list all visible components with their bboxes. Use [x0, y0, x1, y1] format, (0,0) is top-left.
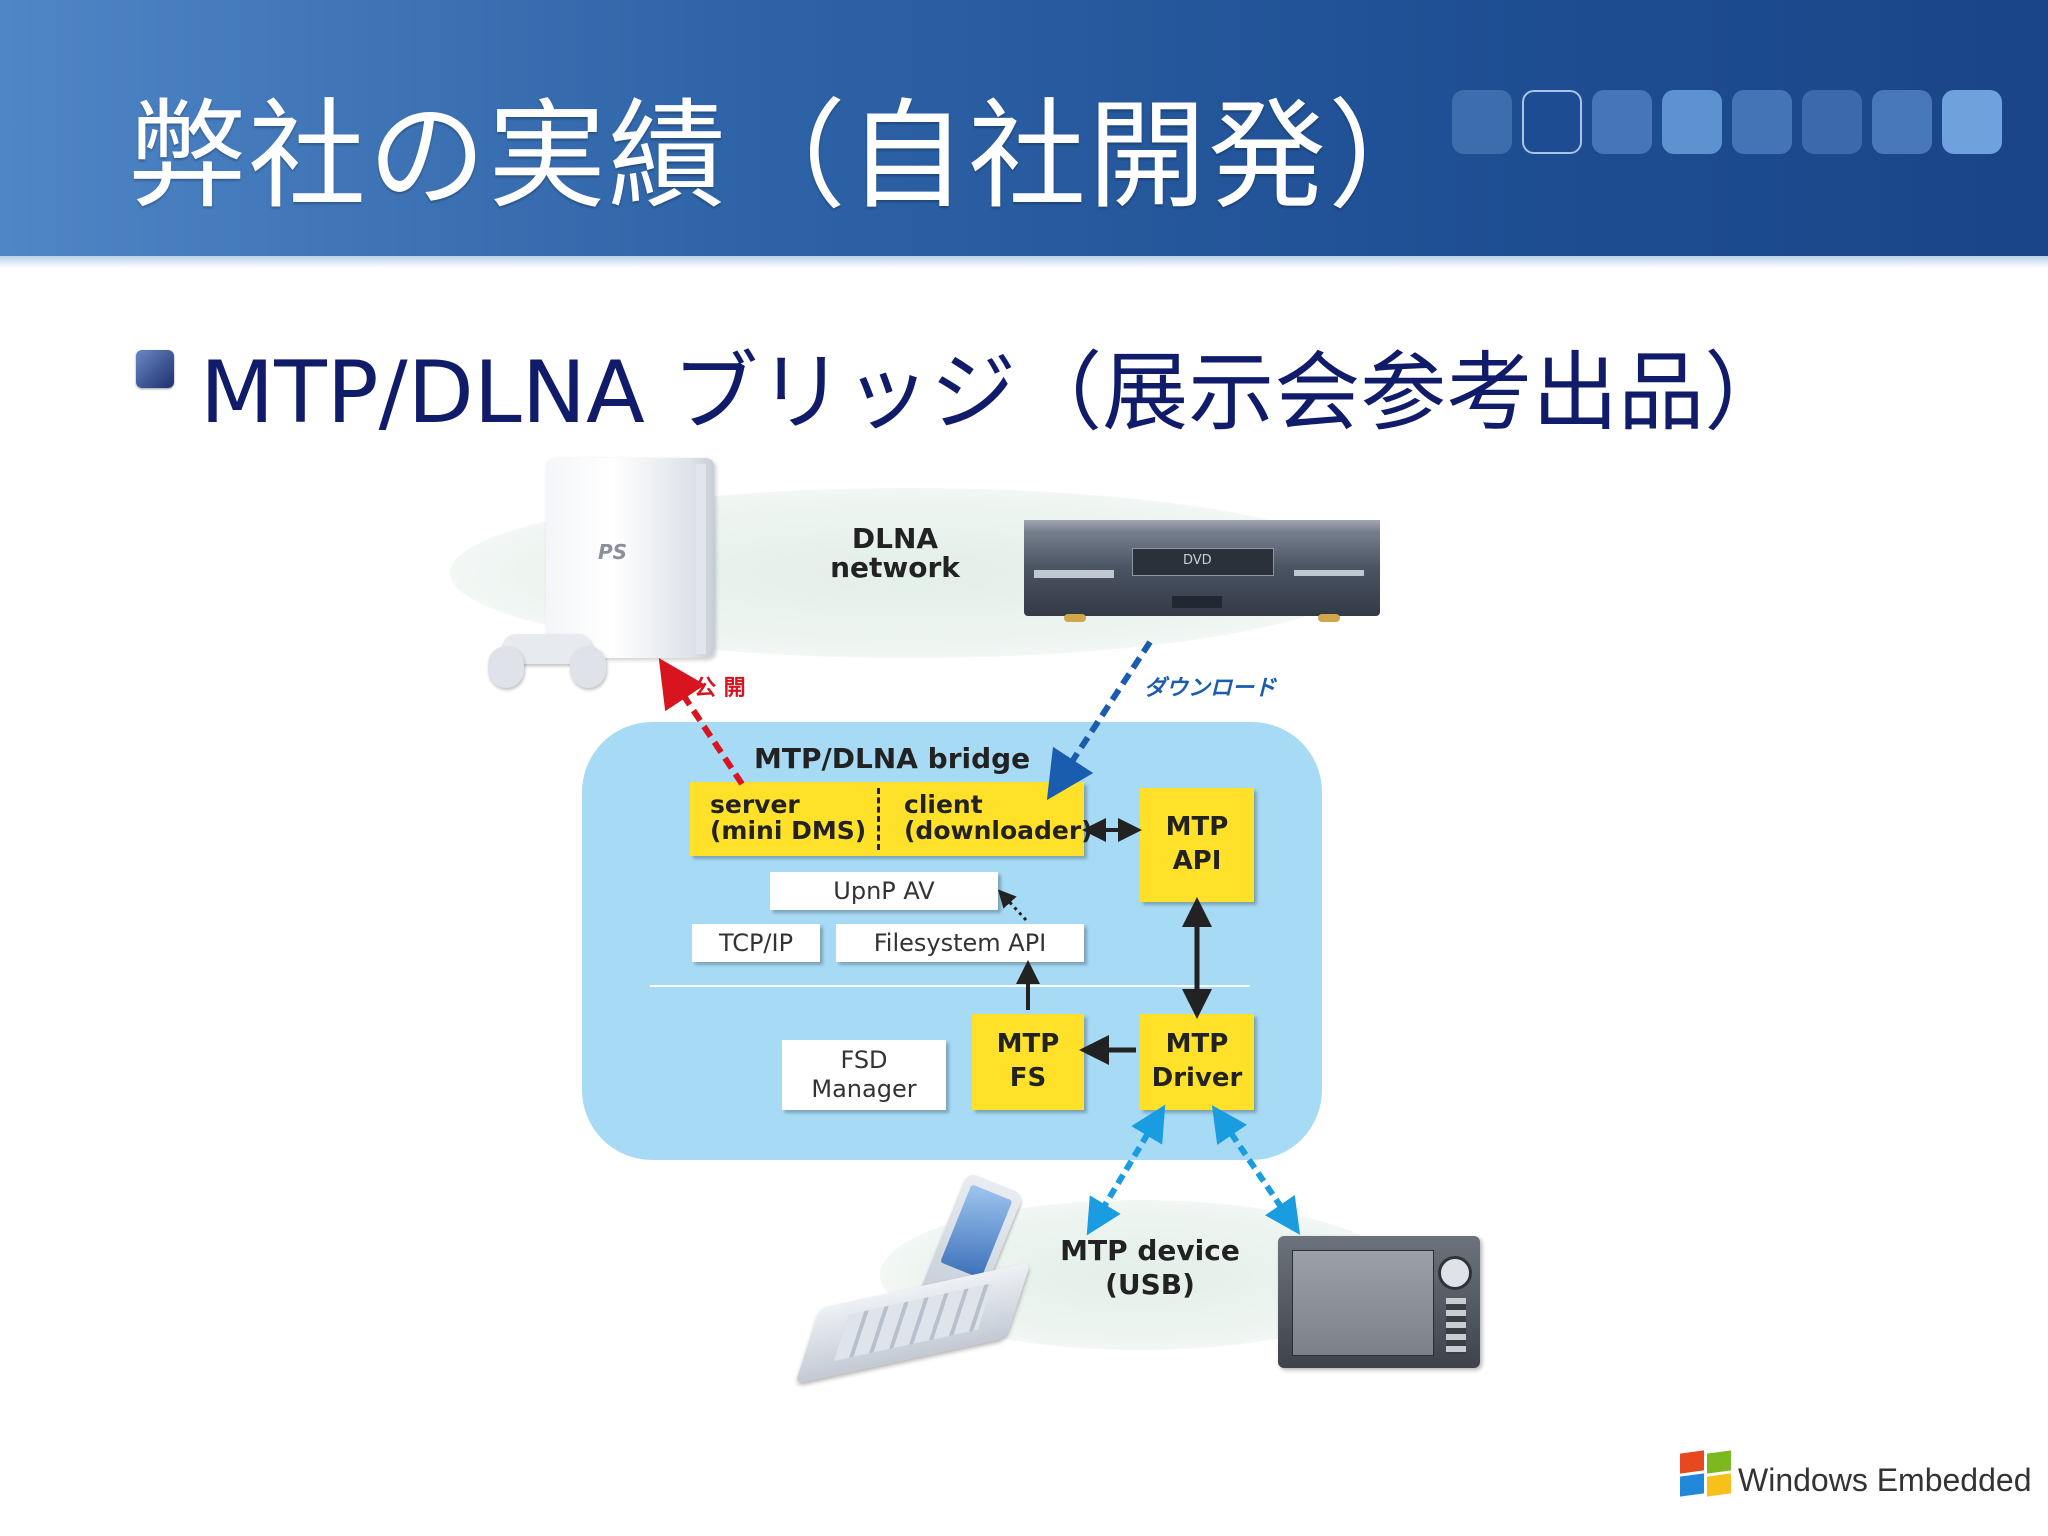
header-deco-square: [1522, 90, 1582, 154]
upnp-av-box: UpnP AV: [770, 872, 998, 910]
download-arrow: [1046, 640, 1153, 801]
mtp-driver-box: MTP Driver: [1140, 1014, 1254, 1110]
dlna-network-label: DLNA network: [820, 524, 970, 583]
mtp-fs-box: MTP FS: [972, 1014, 1084, 1110]
layer-separator: [650, 985, 1250, 987]
client-label: client: [904, 790, 983, 819]
mtp-device-label: MTP device (USB): [1050, 1234, 1250, 1301]
dvd-label: DVD: [1183, 553, 1212, 568]
header-deco-square: [1452, 90, 1512, 154]
mtp-api-label-1: MTP: [1165, 812, 1229, 843]
usb-phone-arrow: [1086, 1104, 1166, 1236]
header-deco-square: [1662, 90, 1722, 154]
tcp-ip-box: TCP/IP: [692, 924, 820, 962]
mtp-device-line2: (USB): [1105, 1267, 1195, 1301]
mtp-api-label-2: API: [1172, 846, 1222, 876]
download-label: ダウンロード: [1144, 676, 1277, 701]
mtp-driver-label-1: MTP: [1165, 1029, 1229, 1060]
header-deco-square: [1592, 90, 1652, 154]
ps-logo: PS: [598, 540, 628, 564]
dvd-recorder-device: DVD: [1024, 514, 1380, 624]
filesystem-upnp-arrow: [997, 889, 1028, 922]
media-player-device: [1278, 1236, 1480, 1368]
bullet-icon: [136, 350, 174, 388]
server-client-divider: [877, 788, 880, 850]
server-client-box: server (mini DMS) client (downloader): [690, 782, 1093, 856]
header-deco-square: [1802, 90, 1862, 154]
server-label: server: [710, 790, 800, 819]
windows-flag-icon: [1680, 1450, 1732, 1498]
mtp-device-line1: MTP device: [1060, 1234, 1240, 1267]
header-deco-square: [1872, 90, 1932, 154]
header-deco-square: [1732, 90, 1792, 154]
fsd-manager-box: FSD Manager: [782, 1040, 946, 1110]
bullet-text: MTP/DLNA ブリッジ（展示会参考出品）: [200, 343, 1791, 443]
dlna-label-line2: network: [830, 551, 960, 585]
filesystem-api-box: Filesystem API: [836, 924, 1084, 962]
header-deco-square: [1942, 90, 2002, 154]
game-controller-icon: [488, 628, 606, 688]
header-strip: [0, 256, 2048, 268]
mtp-api-box: MTP API: [1140, 788, 1254, 902]
bridge-title: MTP/DLNA bridge: [754, 742, 1031, 775]
publish-arrow: [658, 657, 745, 786]
server-block: server (mini DMS): [710, 790, 867, 846]
client-block: client (downloader): [904, 790, 1093, 846]
fsd-label-1: FSD: [840, 1046, 888, 1075]
server-sublabel: (mini DMS): [710, 816, 867, 846]
mtp-fs-label-2: FS: [1009, 1063, 1047, 1093]
windows-embedded-logo: Windows Embedded: [1738, 1462, 2032, 1498]
usb-player-arrow: [1211, 1105, 1301, 1235]
fsd-label-2: Manager: [811, 1075, 917, 1103]
game-console-device: PS: [546, 458, 714, 658]
mtp-fs-label-1: MTP: [996, 1029, 1060, 1060]
mtp-driver-label-2: Driver: [1151, 1063, 1243, 1093]
dlna-label-line1: DLNA: [851, 522, 939, 555]
client-sublabel: (downloader): [904, 816, 1093, 846]
slide-title: 弊社の実績（自社開発）: [128, 87, 1449, 225]
